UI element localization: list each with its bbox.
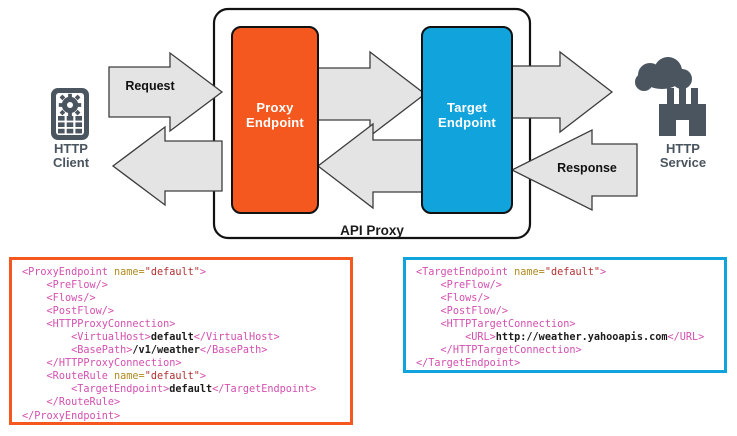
code-token-sp (416, 306, 441, 317)
target-to-proxy-arrow (316, 122, 426, 210)
code-token-sp (22, 306, 47, 317)
http-client-label-line2: Client (52, 155, 90, 170)
code-token-sp (416, 293, 441, 304)
code-token-sp (22, 397, 47, 408)
code-line: <VirtualHost>default</VirtualHost> (22, 331, 350, 344)
code-token-txt: default (150, 332, 194, 344)
cloud-factory-icon (635, 57, 706, 136)
code-line: <TargetEndpoint name="default"> (416, 266, 724, 279)
code-token-sp (22, 332, 71, 343)
code-line: </RouteRule> (22, 396, 350, 409)
code-token-tag: </BasePath> (199, 345, 268, 357)
code-token-tag: <Flows/> (440, 293, 490, 305)
code-token-val: "default" (144, 267, 200, 278)
api-proxy-container-label: API Proxy (340, 223, 404, 238)
code-token-tag: <URL> (465, 332, 496, 344)
code-line: <PreFlow/> (22, 279, 350, 292)
client-response-arrow (111, 125, 223, 207)
code-line: <Flows/> (416, 292, 724, 305)
code-token-tag: </TargetEndpoint> (416, 358, 521, 370)
code-token-attr: name= (114, 267, 145, 278)
code-token-sp (22, 293, 47, 304)
code-line: </TargetEndpoint> (416, 357, 724, 370)
code-token-sp (22, 345, 71, 356)
code-token-tag: </HTTPTargetConnection> (440, 345, 582, 357)
code-token-sp (22, 384, 71, 395)
service-response-arrow (510, 128, 638, 212)
code-token-tag: <TargetEndpoint> (71, 384, 170, 396)
code-token-sp (22, 371, 47, 382)
code-line: </HTTPProxyConnection> (22, 357, 350, 370)
code-line: <PreFlow/> (416, 279, 724, 292)
code-line: <RouteRule name="default"> (22, 370, 350, 383)
code-token-sp (416, 332, 465, 343)
code-token-tag: </HTTPProxyConnection> (46, 358, 182, 370)
code-token-attr: name= (514, 267, 545, 278)
code-token-tag: </URL> (667, 332, 705, 344)
code-line: <HTTPProxyConnection> (22, 318, 350, 331)
proxy-to-target-arrow (317, 50, 427, 138)
proxy-endpoint-box[interactable] (231, 26, 319, 214)
code-token-tag: </RouteRule> (46, 397, 121, 409)
code-line: <PostFlow/> (22, 305, 350, 318)
code-token-tag: <PreFlow/> (46, 280, 108, 292)
code-line: <HTTPTargetConnection> (416, 318, 724, 331)
code-token-sp (416, 345, 441, 356)
code-line: <Flows/> (22, 292, 350, 305)
http-service-label-line1: HTTP (666, 141, 700, 156)
code-line: <URL>http://weather.yahooapis.com</URL> (416, 331, 724, 344)
code-token-sp (416, 280, 441, 291)
code-token-tag: <PostFlow/> (440, 306, 509, 318)
response-arrow-label: Response (557, 161, 617, 175)
proxy-endpoint-xml-panel: <ProxyEndpoint name="default"> <PreFlow/… (9, 257, 353, 425)
code-token-txt: /v1/weather (132, 345, 200, 357)
code-token-sp (22, 358, 47, 369)
code-token-tag: <HTTPProxyConnection> (46, 319, 176, 331)
code-token-sp (22, 280, 47, 291)
code-token-tag: <Flows/> (46, 293, 96, 305)
code-token-tag: <RouteRule (46, 371, 115, 383)
code-token-tag: > (600, 267, 607, 278)
http-service-label-line2: Service (659, 155, 707, 170)
code-line: <PostFlow/> (416, 305, 724, 318)
code-token-tag: </ProxyEndpoint> (22, 410, 121, 422)
code-token-val: "default" (544, 267, 601, 278)
code-token-attr: name= (114, 371, 145, 383)
code-line: </HTTPTargetConnection> (416, 344, 724, 357)
http-client-label-line1: HTTP (54, 141, 88, 156)
code-token-tag: > (199, 267, 207, 278)
mobile-phone-gear-icon (51, 88, 89, 140)
code-line: <BasePath>/v1/weather</BasePath> (22, 344, 350, 357)
code-line: <ProxyEndpoint name="default"> (22, 266, 350, 279)
code-token-tag: > (199, 371, 207, 383)
target-endpoint-box[interactable] (421, 26, 513, 214)
request-arrow-label: Request (125, 79, 175, 93)
code-token-sp (416, 319, 441, 330)
code-token-tag: </TargetEndpoint> (212, 384, 317, 396)
code-token-tag: <BasePath> (71, 345, 133, 357)
code-token-txt: http://weather.yahooapis.com (495, 332, 668, 344)
code-token-tag: <VirtualHost> (71, 332, 151, 344)
code-line: <TargetEndpoint>default</TargetEndpoint> (22, 383, 350, 396)
code-token-tag: <HTTPTargetConnection> (440, 319, 576, 331)
request-arrow (108, 51, 224, 133)
code-token-tag: <TargetEndpoint (416, 267, 515, 278)
target-endpoint-xml-panel: <TargetEndpoint name="default"> <PreFlow… (403, 257, 727, 373)
code-line: </ProxyEndpoint> (22, 410, 350, 423)
code-token-tag: <PreFlow/> (440, 280, 502, 292)
code-token-tag: <PostFlow/> (46, 306, 115, 318)
code-token-txt: default (169, 384, 213, 396)
code-token-sp (22, 319, 47, 330)
target-to-service-arrow (511, 50, 614, 134)
code-token-tag: <ProxyEndpoint (22, 267, 115, 278)
code-token-tag: </VirtualHost> (193, 332, 280, 344)
code-token-val: "default" (144, 371, 200, 383)
